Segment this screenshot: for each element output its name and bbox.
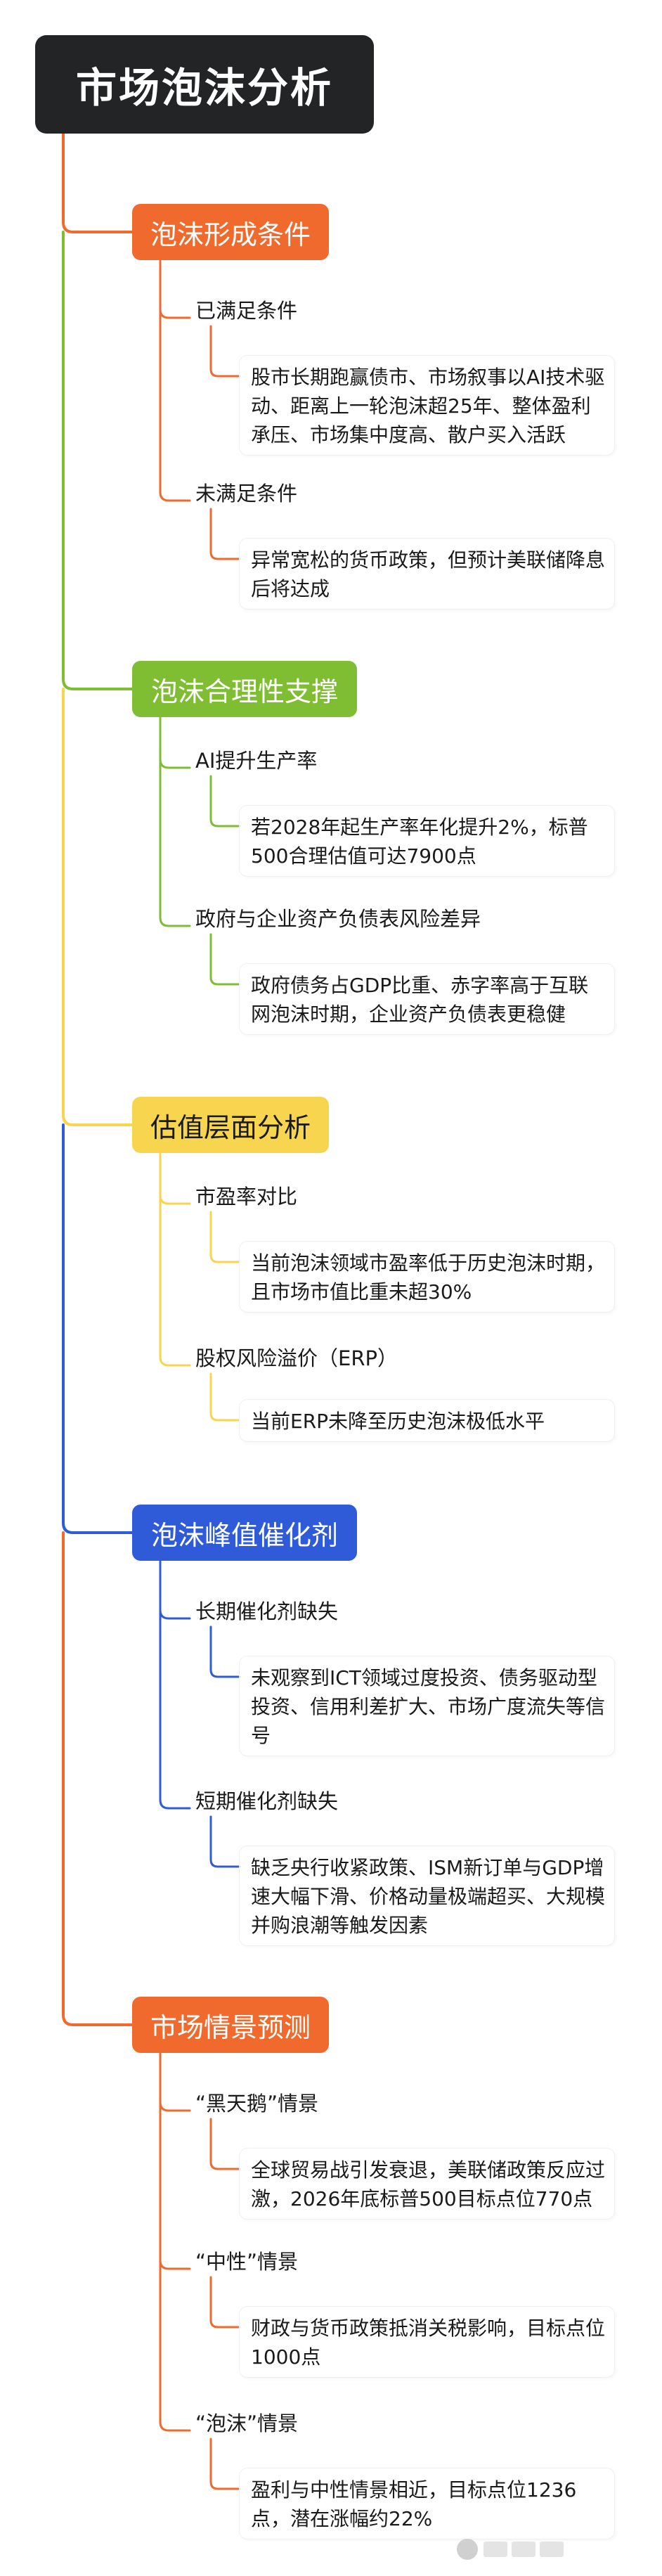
leaf-text-line: 投资、信用利差扩大、市场广度流失等信 [251, 1695, 604, 1718]
sub-topic[interactable]: “中性”情景 [195, 2250, 299, 2274]
connector-line [209, 2118, 240, 2170]
connector-line [62, 688, 134, 1126]
connector-line [159, 2052, 191, 2432]
leaf-text-line: 速大幅下滑、价格动量极端超买、大规模 [251, 1885, 604, 1908]
leaf-text-line: 未观察到ICT领域过度投资、债务驱动型 [251, 1666, 597, 1689]
connector-line [209, 325, 240, 378]
sub-topic[interactable]: “泡沫”情景 [195, 2411, 299, 2435]
sub-topic[interactable]: 股权风险溢价（ERP） [195, 1346, 398, 1370]
sub-topic[interactable]: AI提升生产率 [195, 749, 318, 773]
section-node[interactable]: 泡沫合理性支撑 [132, 661, 357, 717]
sub-topic[interactable]: 市盈率对比 [195, 1185, 298, 1209]
leaf-text-line: 财政与货币政策抵消关税影响，目标点位 [251, 2317, 604, 2340]
leaf-node[interactable]: 股市长期跑赢债市、市场叙事以AI技术驱动、距离上一轮泡沫超25年、整体盈利承压、… [239, 355, 615, 456]
connector-line [209, 1625, 240, 1678]
leaf-node[interactable]: 政府债务占GDP比重、赤字率高于互联网泡沫时期，企业资产负债表更稳健 [239, 963, 615, 1035]
watermark [457, 2537, 632, 2562]
connector-line [159, 1559, 191, 1620]
section-node[interactable]: 泡沫峰值催化剂 [132, 1505, 357, 1561]
connector-line [209, 933, 240, 986]
connector-line [209, 1211, 240, 1263]
leaf-text-line: 当前ERP未降至历史泡沫极低水平 [251, 1410, 545, 1433]
leaf-node[interactable]: 财政与货币政策抵消关税影响，目标点位 1000点 [239, 2306, 615, 2378]
connector-line [62, 1123, 134, 1534]
leaf-node[interactable]: 若2028年起生产率年化提升2%，标普 500合理估值可达7900点 [239, 805, 615, 877]
connector-line [159, 1152, 191, 1205]
connector-line [62, 1531, 134, 2026]
leaf-node[interactable]: 异常宽松的货币政策，但预计美联储降息后将达成 [239, 538, 615, 610]
connector-line [62, 231, 134, 690]
leaf-text-line: 点，潜在涨幅约22% [251, 2507, 433, 2530]
leaf-text-line: 且市场市值比重未超30% [251, 1280, 472, 1303]
sub-topic[interactable]: 未满足条件 [195, 482, 298, 505]
connector-line [159, 1559, 191, 1810]
connector-line [159, 716, 191, 927]
connector-line [62, 132, 134, 233]
connector-line [159, 2052, 191, 2270]
leaf-text-line: 全球贸易战引发衰退，美联储政策反应过 [251, 2158, 604, 2182]
leaf-text-line: 动、距离上一轮泡沫超25年、整体盈利 [251, 394, 591, 418]
leaf-node[interactable]: 全球贸易战引发衰退，美联储政策反应过激，2026年底标普500目标点位770点 [239, 2148, 615, 2220]
leaf-text-line: 并购浪潮等触发因素 [251, 1914, 429, 1937]
leaf-node[interactable]: 盈利与中性情景相近，目标点位1236 点，潜在涨幅约22% [239, 2468, 615, 2539]
root-node[interactable]: 市场泡沫分析 [35, 35, 374, 134]
sub-topic[interactable]: 短期催化剂缺失 [195, 1789, 339, 1813]
connector-line [209, 508, 240, 560]
leaf-text-line: 缺乏央行收紧政策、ISM新订单与GDP增 [251, 1856, 604, 1879]
weibo-logo-icon [457, 2539, 478, 2560]
leaf-text-line: 政府债务占GDP比重、赤字率高于互联 [251, 974, 589, 997]
connector-line [159, 716, 191, 769]
sub-topic[interactable]: 长期催化剂缺失 [195, 1599, 339, 1623]
leaf-node[interactable]: 未观察到ICT领域过度投资、债务驱动型投资、信用利差扩大、市场广度流失等信号 [239, 1656, 615, 1756]
leaf-text-line: 1000点 [251, 2345, 321, 2369]
connector-line [159, 259, 191, 502]
leaf-node[interactable]: 缺乏央行收紧政策、ISM新订单与GDP增速大幅下滑、价格动量极端超买、大规模并购… [239, 1846, 615, 1946]
connector-line [159, 2052, 191, 2112]
leaf-text-line: 后将达成 [251, 577, 330, 600]
leaf-text-line: 异常宽松的货币政策，但预计美联储降息 [251, 548, 604, 572]
connector-line [209, 1815, 240, 1868]
section-node[interactable]: 市场情景预测 [132, 1997, 329, 2053]
leaf-text-line: 承压、市场集中度高、散户买入活跃 [251, 423, 566, 446]
connector-line [209, 1372, 240, 1422]
leaf-text-line: 500合理估值可达7900点 [251, 844, 476, 868]
sub-topic[interactable]: 已满足条件 [195, 299, 298, 323]
section-node[interactable]: 估值层面分析 [132, 1097, 329, 1153]
leaf-node[interactable]: 当前ERP未降至历史泡沫极低水平 [239, 1399, 615, 1442]
leaf-text-line: 若2028年起生产率年化提升2%，标普 [251, 816, 588, 839]
section-node[interactable]: 泡沫形成条件 [132, 204, 329, 260]
connector-line [159, 259, 191, 319]
leaf-text-line: 当前泡沫领域市盈率低于历史泡沫时期， [251, 1251, 604, 1275]
leaf-node[interactable]: 当前泡沫领域市盈率低于历史泡沫时期， 且市场市值比重未超30% [239, 1241, 615, 1313]
leaf-text-line: 激，2026年底标普500目标点位770点 [251, 2187, 593, 2210]
connector-line [209, 2437, 240, 2490]
connector-line [159, 1152, 191, 1367]
sub-topic[interactable]: 政府与企业资产负债表风险差异 [195, 907, 481, 931]
leaf-text-line: 网泡沫时期，企业资产负债表更稳健 [251, 1003, 566, 1026]
leaf-text-line: 盈利与中性情景相近，目标点位1236 [251, 2478, 577, 2501]
connector-line [209, 775, 240, 827]
connector-line [209, 2276, 240, 2329]
leaf-text-line: 号 [251, 1724, 271, 1747]
leaf-text-line: 股市长期跑赢债市、市场叙事以AI技术驱 [251, 366, 604, 389]
sub-topic[interactable]: “黑天鹅”情景 [195, 2092, 319, 2115]
watermark-handle [483, 2542, 564, 2557]
